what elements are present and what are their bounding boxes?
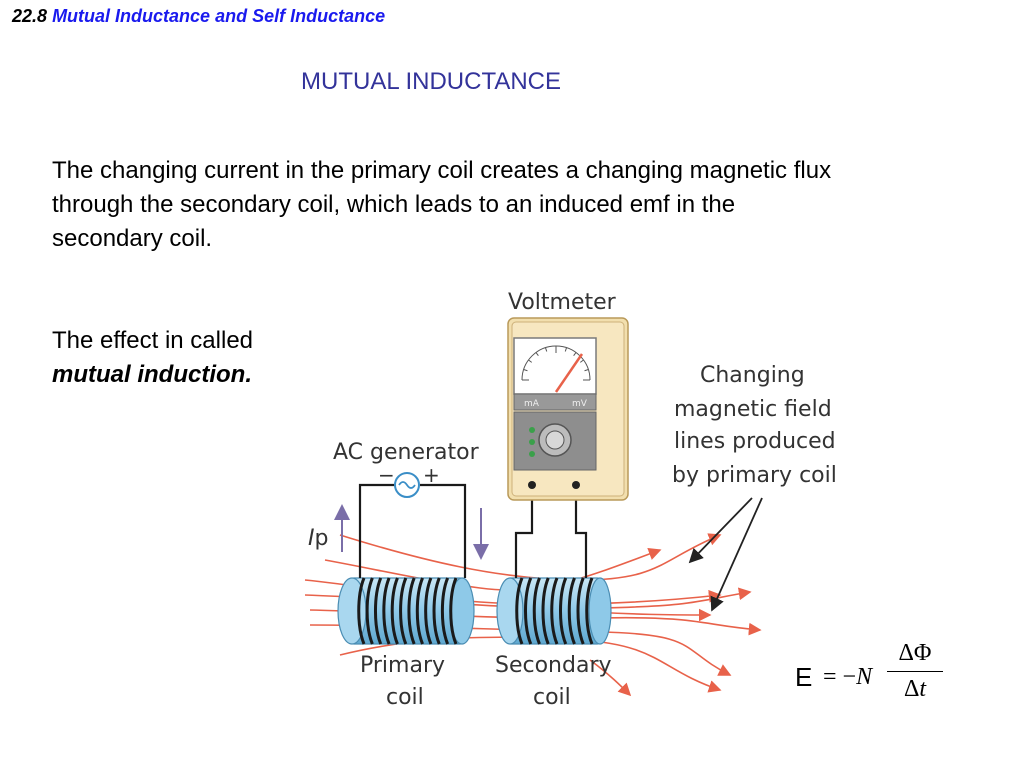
field-label: Changing magnetic field lines produced b…: [672, 363, 837, 488]
plus-sign: +: [423, 463, 440, 487]
field-label-line-1: Changing: [700, 363, 805, 388]
explanation-paragraph: The changing current in the primary coil…: [52, 157, 832, 252]
primary-coil-label-1: Primary: [360, 653, 445, 678]
effect-line: The effect in called: [52, 327, 254, 354]
effect-statement: The effect in called mutual induction.: [52, 324, 253, 392]
field-label-line-4: by primary coil: [672, 463, 837, 488]
voltmeter: mA mV: [507, 317, 629, 501]
field-label-line-2: magnetic field: [674, 397, 832, 422]
meter-left-text: mA: [524, 399, 540, 409]
current-label: Ip: [308, 526, 328, 551]
secondary-coil-label-1: Secondary: [495, 653, 612, 678]
ac-generator-symbol: [394, 472, 420, 498]
section-title: Mutual Inductance and Self Inductance: [52, 6, 386, 26]
minus-sign: −: [378, 463, 395, 487]
slide-heading: MUTUAL INDUCTANCE: [301, 68, 562, 95]
formula-rhs: = −N: [823, 664, 872, 691]
formula-numerator: ΔΦ: [887, 640, 943, 672]
secondary-circuit-wire: [514, 485, 588, 578]
meter-right-text: mV: [572, 399, 588, 409]
slide-header: 22.8 Mutual Inductance and Self Inductan…: [12, 6, 385, 27]
secondary-coil-label-2: coil: [533, 685, 571, 710]
secondary-coil: [496, 577, 612, 645]
effect-emphasis: mutual induction.: [52, 361, 252, 388]
mutual-induction-diagram: AC generator − + Ip mA mV Voltmeter: [304, 290, 837, 710]
formula-fraction: ΔΦ Δt: [887, 640, 943, 703]
primary-coil: [337, 577, 475, 645]
formula-denominator: Δt: [903, 676, 927, 702]
callout-pointers: [688, 497, 763, 612]
formula-N: N: [856, 664, 873, 690]
formula-equals-minus: = −: [823, 664, 857, 690]
primary-circuit-wire: [358, 483, 467, 578]
primary-coil-label-2: coil: [386, 685, 424, 710]
formula-emf-symbol: E: [795, 662, 813, 692]
ac-generator-label: AC generator: [333, 440, 480, 465]
field-label-line-3: lines produced: [674, 429, 836, 454]
mutual-induction-formula: E = −N ΔΦ Δt: [795, 640, 995, 720]
section-number: 22.8: [12, 6, 48, 26]
voltmeter-label: Voltmeter: [508, 290, 617, 315]
